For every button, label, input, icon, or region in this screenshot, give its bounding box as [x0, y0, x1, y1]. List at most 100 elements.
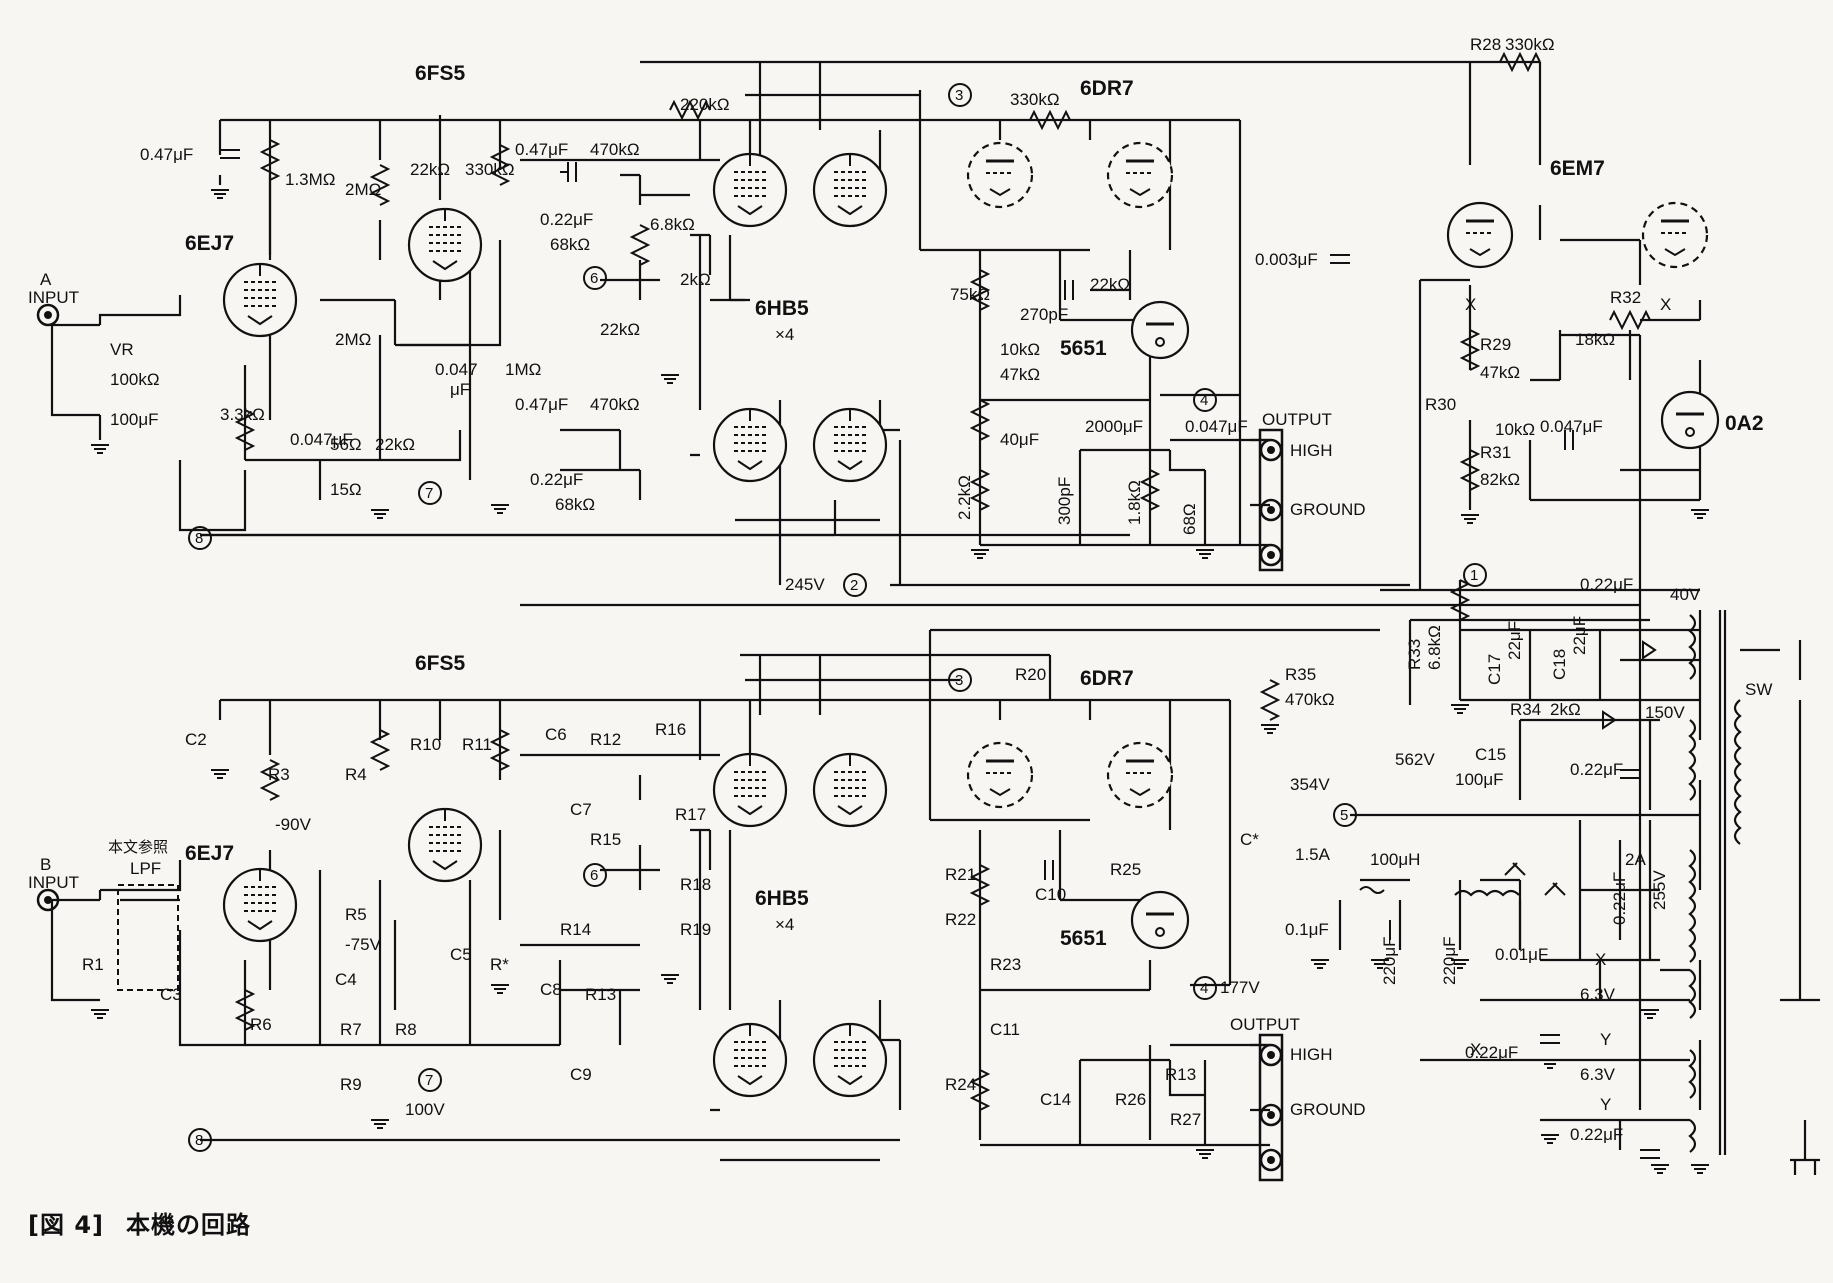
r17-label: R17 — [675, 805, 706, 824]
r26-label: R26 — [1115, 1090, 1146, 1109]
x-heater-label: X — [1595, 950, 1606, 969]
node-2-label: 2 — [850, 577, 858, 594]
c9-label: C9 — [570, 1065, 592, 1084]
tube-6hb5-a4 — [812, 407, 888, 483]
node-6-label: 6 — [590, 270, 598, 287]
r-22k-fb-label: 22kΩ — [375, 435, 415, 454]
y-label-1: Y — [1600, 1030, 1611, 1049]
r25-label: R25 — [1110, 860, 1141, 879]
tube-6dr7-a1 — [966, 141, 1034, 209]
fuse-label: 1.5A — [1295, 845, 1331, 864]
r-68k-top-label: 68kΩ — [550, 235, 590, 254]
ground-symbols — [90, 189, 1710, 1174]
node-labels: 3 4 6 7 8 2 3 6 4 7 8 1 5 — [195, 87, 1478, 1149]
channel-a-labels: A INPUT VR 100kΩ 0.47μF 1.3MΩ 2MΩ 100μF … — [28, 90, 1366, 594]
c-001-label: 0.01μF — [1495, 945, 1548, 964]
input-a-label: INPUT — [28, 288, 79, 307]
transformer — [1454, 614, 1742, 1153]
c-40u-label: 40μF — [1000, 430, 1039, 449]
input-a-letter: A — [40, 270, 52, 289]
r18-label: R18 — [680, 875, 711, 894]
tube-6ej7-b — [222, 867, 298, 943]
pot-2k-label: 2kΩ — [680, 270, 711, 289]
v40-label: 40V — [1670, 585, 1701, 604]
tube-label-6hb5-a: 6HB5 — [755, 297, 809, 320]
r7-label: R7 — [340, 1020, 362, 1039]
node-markers — [188, 83, 1487, 1152]
r-22k-low-label: 2.2kΩ — [955, 475, 974, 520]
high-b-label: HIGH — [1290, 1045, 1333, 1064]
tube-6fs5-a — [407, 207, 483, 283]
node-4b-label: 4 — [1200, 980, 1208, 997]
tube-5651-b — [1130, 890, 1190, 950]
fuse2-label: 2A — [1625, 850, 1646, 869]
tube-0a2 — [1660, 390, 1720, 450]
output-a-label: OUTPUT — [1262, 410, 1332, 429]
tube-5651-a — [1130, 300, 1190, 360]
r4-label: R4 — [345, 765, 367, 784]
r1-label: R1 — [82, 955, 104, 974]
v562-label: 562V — [1395, 750, 1435, 769]
r-75k-label: 75kΩ — [950, 285, 990, 304]
r27-label: R27 — [1170, 1110, 1201, 1129]
r19-label: R19 — [680, 920, 711, 939]
tube-6em7-2 — [1641, 201, 1709, 269]
r33-label: R33 — [1405, 639, 1424, 670]
v90-label: -90V — [275, 815, 312, 834]
r32-value: 18kΩ — [1575, 330, 1615, 349]
c-01-label: 0.1μF — [1285, 920, 1329, 939]
c8-label: C8 — [540, 980, 562, 999]
ground-b-label: GROUND — [1290, 1100, 1366, 1119]
r-2m-top-label: 2MΩ — [345, 180, 381, 199]
r23-label: R23 — [990, 955, 1021, 974]
c-100u-label: 100μF — [110, 410, 159, 429]
ref-label: 本文参照 — [108, 839, 168, 856]
c3-label: C3 — [160, 985, 182, 1004]
node-3-label: 3 — [955, 87, 963, 104]
tube-label-6dr7-a: 6DR7 — [1080, 77, 1134, 100]
node-8b-label: 8 — [195, 1132, 203, 1149]
tube-6hb5-a1 — [712, 152, 788, 228]
tube-6hb5-b4 — [812, 1022, 888, 1098]
node-1-label: 1 — [1470, 567, 1478, 584]
r11-label: R11 — [462, 735, 492, 754]
c7-label: C7 — [570, 800, 592, 819]
lpf-label: LPF — [130, 859, 161, 878]
tube-label-x4-a: ×4 — [775, 325, 794, 344]
c-0047-b-unit: μF — [450, 380, 470, 399]
r24-label: R24 — [945, 1075, 976, 1094]
r5-label: R5 — [345, 905, 367, 924]
tube-6hb5-a2 — [812, 152, 888, 228]
ground-a-label: GROUND — [1290, 500, 1366, 519]
tube-label-0a2: 0A2 — [1725, 412, 1764, 435]
c-220b-label: 220μF — [1440, 936, 1459, 985]
tube-label-6ej7-b: 6EJ7 — [185, 842, 234, 865]
r34-label: R34 — [1510, 700, 1541, 719]
vr-label: VR — [110, 340, 134, 359]
regulator-labels: R28 330kΩ R29 47kΩ R30 10kΩ R31 82kΩ R32… — [1425, 35, 1671, 489]
channel-a-wiring — [50, 60, 1410, 587]
y-label-2: Y — [1600, 1095, 1611, 1114]
r-56-label: 56Ω — [330, 435, 362, 454]
r30-label: R30 — [1425, 395, 1456, 414]
tube-6em7-1 — [1446, 201, 1514, 269]
r-470k-top-label: 470kΩ — [590, 140, 640, 159]
r13-label: R13 — [585, 985, 616, 1004]
cstar-label: C* — [1240, 830, 1259, 849]
c18-label: C18 — [1550, 649, 1569, 680]
input-b-letter: B — [40, 855, 51, 874]
node-8-label: 8 — [195, 530, 203, 547]
r14-label: R14 — [560, 920, 591, 939]
tube-label-6fs5-a: 6FS5 — [415, 62, 466, 85]
c4-label: C4 — [335, 970, 357, 989]
channel-b-labels: B INPUT 本文参照 LPF R1 C2 R3 -90V R4 C3 R6 … — [28, 665, 1366, 1129]
tube-6hb5-b2 — [812, 752, 888, 828]
node-4-label: 4 — [1200, 392, 1208, 409]
r35-value: 470kΩ — [1285, 690, 1335, 709]
tube-label-6ej7-a: 6EJ7 — [185, 232, 234, 255]
tube-6ej7-a — [222, 262, 298, 338]
node-6b-label: 6 — [590, 867, 598, 884]
r35-label: R35 — [1285, 665, 1316, 684]
r30-value: 10kΩ — [1495, 420, 1535, 439]
